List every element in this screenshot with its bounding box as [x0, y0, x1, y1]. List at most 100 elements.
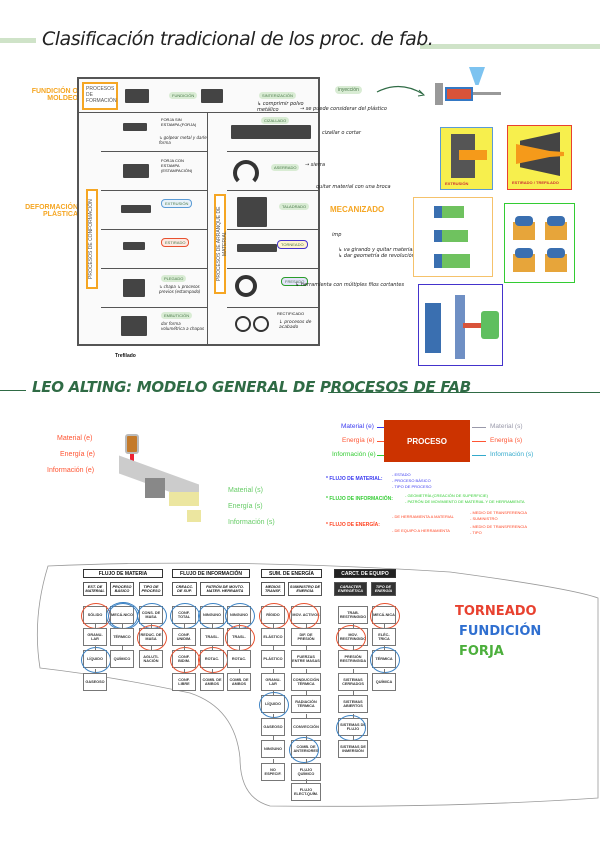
category-node: SISTEMAS CERRADOS — [338, 673, 368, 691]
right-row-label: TALADRADO — [279, 203, 310, 210]
category-node: DIF. DE PRESIÓN — [291, 628, 321, 646]
title-underline-right — [420, 44, 600, 49]
label-procesos-conformacion: PROCESOS DE CONFORMACIÓN — [86, 189, 98, 289]
legend-fundicion: FUNDICIÓN — [459, 624, 542, 639]
category-node: RÍGIDO — [259, 603, 289, 629]
process-input-info: Información (e) — [332, 451, 376, 458]
category-node: LÍQUIDO — [81, 647, 111, 673]
left-row-label: EXTRUSIÓN — [161, 199, 193, 208]
subheader: PROCESO BÁSICO — [110, 582, 134, 596]
category-node: SÓLIDO — [81, 603, 111, 629]
category-node: GASEOSO — [83, 673, 107, 691]
right-row-label: TORNEADO — [277, 240, 308, 249]
left-row-label: EMBUTICIÓN — [161, 312, 193, 319]
category-node: CONF. LIBRE — [172, 673, 196, 691]
category-node: AGLUTI-NACIÓN — [139, 650, 163, 668]
category-node: CONS. DE MASA — [137, 603, 167, 629]
subheader: SUMINISTRO DE ENERGÍA — [288, 582, 322, 596]
category-node: ELÉC-TRICA — [372, 628, 396, 646]
divider-right — [328, 392, 600, 393]
flujo-energia-title: * FLUJO DE ENERGÍA: — [326, 522, 380, 528]
process-output-info: Información (s) — [490, 451, 534, 458]
right-row-label: CIZALLADO — [261, 117, 290, 124]
category-node: QUÍMICA — [372, 673, 396, 691]
casting-process-figure — [105, 420, 205, 526]
category-node: TRAB. RESTRINGIDO — [338, 606, 368, 624]
category-node: NINGUNO — [198, 603, 228, 629]
left-row-label: PLEGADO — [161, 275, 187, 282]
subheader: CREACC. DE SUP. — [172, 582, 197, 596]
input-material-label: Material (e) — [57, 435, 93, 442]
figure-extrusion: EXTRUSIÓN — [440, 127, 493, 190]
subheader: CARACTER ENERGÉTICA — [334, 582, 367, 596]
section2-title: LEO ALTING: MODELO GENERAL DE PROCESOS D… — [32, 378, 471, 396]
category-node: ROTAC. — [198, 647, 228, 673]
section1-title: Clasificación tradicional de los proc. d… — [42, 28, 434, 50]
label-fundicion: FUNDICIÓN O MOLDEO — [31, 88, 78, 102]
flujo-energia-sub2: - MEDIO DE TRANSFERENCIA- TIPO — [470, 524, 528, 535]
divider-left — [0, 390, 26, 391]
figure-rectificado — [418, 284, 503, 366]
category-node: PLÁSTICO — [261, 650, 285, 668]
category-node: CONF. TOTAL — [170, 603, 200, 629]
category-node: GRANU-LAR — [83, 628, 107, 646]
sinterizacion-icon — [201, 89, 223, 103]
group-header: FLUJO DE MATERIA — [83, 569, 163, 578]
category-node: QUÍMICO — [110, 650, 134, 668]
right-row-label: FRESADO — [281, 277, 309, 286]
left-row-note: ↳ golpear metal y darle forma — [159, 135, 207, 145]
category-node: MECÁ-NICO — [106, 602, 140, 630]
note-cizallar: cizallar o cortar — [322, 130, 361, 136]
flujo-material-title: * FLUJO DE MATERIAL: — [326, 476, 383, 482]
classification-table: PROCESOS DE FORMACIÓN FUNDICIÓN SINTERIZ… — [77, 77, 320, 346]
process-box: PROCESO — [384, 420, 470, 462]
category-node: ELÁSTICO — [261, 628, 285, 646]
header-procesos-formacion: PROCESOS DE FORMACIÓN — [82, 82, 118, 110]
category-node: TÉRMICO — [110, 628, 134, 646]
category-node: PRESIÓN RESTRINGIDA — [338, 650, 368, 668]
process-input-material: Material (e) — [341, 423, 374, 430]
flujo-material-items: - ESTADO- PROCESO BÁSICO- TIPO DE PROCES… — [392, 472, 432, 489]
category-node: TRASL. — [200, 628, 224, 646]
fundicion-icon — [125, 89, 149, 103]
process-output-energia: Energía (s) — [490, 437, 523, 444]
label-inyeccion: inyección — [335, 86, 362, 94]
flujo-info-items: - GEOMETRÍA (CREACIÓN DE SUPERFICIE)- PA… — [405, 493, 525, 504]
category-node: LÍQUIDO — [259, 692, 289, 718]
category-node: REDUC. DE MASA — [137, 625, 167, 651]
figure-estirado-label: ESTIRADO / TREFILADO — [512, 180, 559, 185]
subheader: TIPO DE ENERGÍA — [371, 582, 396, 596]
note-sinterizacion: ↳ comprimir polvo metálico — [257, 101, 304, 113]
category-node: GRANU-LAR — [261, 673, 285, 691]
category-node: FLUJO ELECT.QUÍM. — [291, 783, 321, 801]
category-node: NINGUNO — [225, 603, 255, 629]
legend-forja: FORJA — [459, 644, 504, 659]
note-imp: imp — [332, 232, 342, 238]
note-taladrado: quitar material con una broca — [316, 184, 391, 190]
figure-extrusion-label: EXTRUSIÓN — [445, 181, 469, 186]
category-node: SISTEMAS DE INMERSIÓN — [338, 740, 368, 758]
category-node: ROTAC. — [227, 650, 251, 668]
right-row-label: RECTIFICADO — [277, 311, 305, 316]
category-node: CONDUCCIÓN TÉRMICA — [291, 673, 321, 691]
flujo-info-title: * FLUJO DE INFORMACIÓN: — [326, 496, 393, 502]
subheader: PATRÓN DE MOVTO. MATER. HERRAMTA — [200, 582, 250, 596]
category-node: COMB. DE ANTERIORES — [289, 737, 321, 763]
category-node: GASEOSO — [261, 718, 285, 736]
input-info-label: Información (e) — [47, 467, 95, 474]
note-cizallado: → se puede considerar del plástico — [300, 106, 387, 112]
note-aserrado: → sierra — [305, 162, 326, 168]
flujo-energia-sub1: - MEDIO DE TRANSFERENCIA- SUMINISTRO — [470, 510, 528, 521]
pill-fundicion: FUNDICIÓN — [169, 92, 198, 99]
process-input-energia: Energía (e) — [342, 437, 375, 444]
group-header: FLUJO DE INFORMACIÓN — [172, 569, 250, 578]
category-node: NINGUNO — [261, 740, 285, 758]
process-output-material: Material (s) — [490, 423, 523, 430]
category-node: MOV. ACTIVOS — [289, 603, 321, 629]
left-row-note: ↳ chapa ↳ procesos previos (estampado) — [159, 284, 201, 294]
subheader: EST. DE MATERIAL — [83, 582, 107, 596]
right-row-note: ↓ procesos de acabado — [279, 320, 312, 330]
output-energia-label: Energía (s) — [228, 503, 263, 510]
left-row-note: dar forma volumétrica a chapas — [161, 321, 205, 331]
category-node: NO ESPECIF. — [261, 763, 285, 781]
